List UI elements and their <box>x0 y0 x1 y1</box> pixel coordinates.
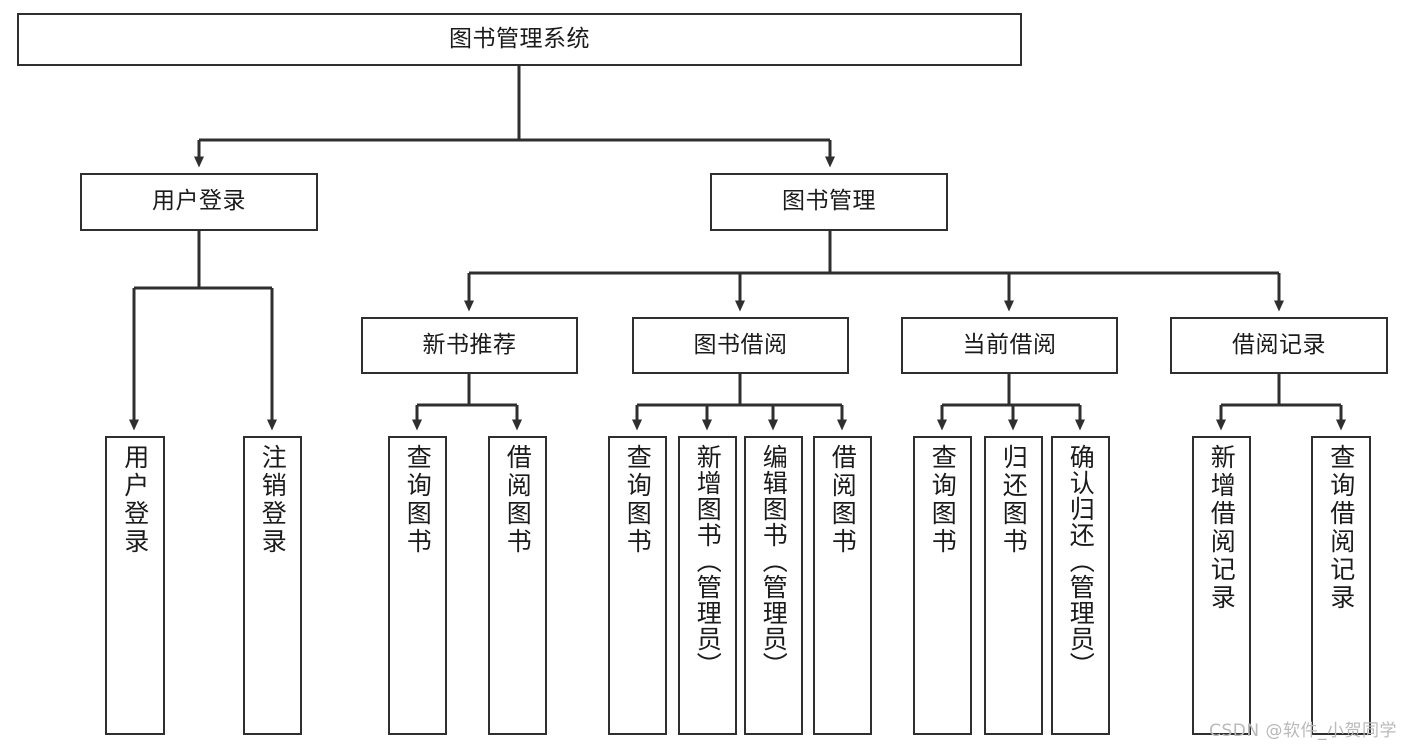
csdn-watermark: CSDN @软件_小贺同学 <box>1209 721 1397 741</box>
node-leaf-query-book-2[interactable]: 查询图书 <box>608 436 667 735</box>
node-label-leaf-query-borrow-record: 查询借阅记录 <box>1326 444 1356 612</box>
node-label-borrow-record: 借阅记录 <box>1232 331 1326 358</box>
node-leaf-borrow-book-1[interactable]: 借阅图书 <box>488 436 547 735</box>
node-new-book-recommend[interactable]: 新书推荐 <box>361 317 578 374</box>
node-root[interactable]: 图书管理系统 <box>17 13 1022 66</box>
node-leaf-query-borrow-record[interactable]: 查询借阅记录 <box>1311 436 1371 735</box>
node-label-leaf-borrow-book-1: 借阅图书 <box>503 444 533 556</box>
node-label-book-management: 图书管理 <box>782 188 876 215</box>
node-leaf-borrow-book-2[interactable]: 借阅图书 <box>813 436 872 735</box>
node-label-current-borrow: 当前借阅 <box>962 331 1057 358</box>
node-leaf-user-logout[interactable]: 注销登录 <box>243 436 302 735</box>
node-leaf-add-borrow-record[interactable]: 新增借阅记录 <box>1192 436 1251 735</box>
node-label-leaf-query-book-2: 查询图书 <box>623 444 653 556</box>
node-label-leaf-query-book-1: 查询图书 <box>403 444 433 556</box>
node-label-leaf-user-login: 用户登录 <box>120 444 150 556</box>
node-book-management[interactable]: 图书管理 <box>710 173 948 231</box>
node-label-leaf-confirm-return: 确认归还（管理员） <box>1066 444 1096 678</box>
node-label-book-borrow: 图书借阅 <box>693 331 788 358</box>
node-label-leaf-user-logout: 注销登录 <box>258 444 288 556</box>
node-label-leaf-edit-book: 编辑图书（管理员） <box>759 444 789 678</box>
node-leaf-confirm-return[interactable]: 确认归还（管理员） <box>1051 436 1110 735</box>
node-label-user-login: 用户登录 <box>152 188 246 215</box>
node-borrow-record[interactable]: 借阅记录 <box>1170 317 1388 374</box>
node-user-login[interactable]: 用户登录 <box>80 173 318 231</box>
node-leaf-query-book-1[interactable]: 查询图书 <box>388 436 447 735</box>
node-label-leaf-add-book: 新增图书（管理员） <box>693 444 723 678</box>
node-label-leaf-borrow-book-2: 借阅图书 <box>828 444 858 556</box>
node-label-root: 图书管理系统 <box>449 25 590 52</box>
node-label-new-book-recommend: 新书推荐 <box>422 331 517 358</box>
node-leaf-return-book[interactable]: 归还图书 <box>984 436 1043 735</box>
node-leaf-query-book-3[interactable]: 查询图书 <box>913 436 972 735</box>
node-leaf-add-book[interactable]: 新增图书（管理员） <box>678 436 737 735</box>
node-label-leaf-add-borrow-record: 新增借阅记录 <box>1207 444 1237 612</box>
node-book-borrow[interactable]: 图书借阅 <box>632 317 849 374</box>
node-leaf-edit-book[interactable]: 编辑图书（管理员） <box>744 436 803 735</box>
node-current-borrow[interactable]: 当前借阅 <box>901 317 1118 374</box>
node-label-leaf-query-book-3: 查询图书 <box>928 444 958 556</box>
node-leaf-user-login[interactable]: 用户登录 <box>105 436 165 735</box>
node-label-leaf-return-book: 归还图书 <box>999 444 1029 556</box>
